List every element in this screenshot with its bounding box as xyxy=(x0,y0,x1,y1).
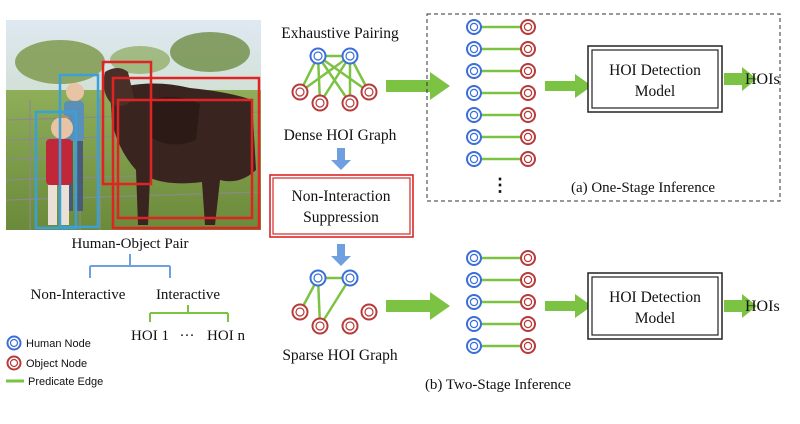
vertical-ellipsis: ⋮ xyxy=(491,175,509,195)
model-b-line2: Model xyxy=(635,310,675,327)
model-a-line1: HOI Detection xyxy=(609,62,701,79)
human-object-pair xyxy=(466,272,536,288)
hois-output-b: HOIs xyxy=(745,298,780,315)
hoi-detection-model-b: HOI Detection Model xyxy=(587,272,723,340)
human-object-pair xyxy=(466,63,536,79)
suppression-line1: Non-Interaction xyxy=(292,188,391,205)
down-arrow-2 xyxy=(331,244,351,266)
dense-graph-label: Dense HOI Graph xyxy=(284,127,397,144)
down-arrow-1 xyxy=(331,148,351,170)
legend-edge-label: Predicate Edge xyxy=(28,376,103,388)
object-box-3 xyxy=(111,76,261,230)
human-object-pair xyxy=(466,151,536,167)
human-node-icon xyxy=(6,335,22,351)
human-object-pair xyxy=(466,129,536,145)
hoi-ellipsis: ··· xyxy=(180,328,195,344)
human-object-pair xyxy=(466,85,536,101)
hoi-first-label: HOI 1 xyxy=(131,328,169,344)
legend-human-label: Human Node xyxy=(26,338,91,350)
object-node-icon xyxy=(6,355,22,371)
dense-human-nodes xyxy=(309,47,359,65)
non-interaction-suppression-box: Non-Interaction Suppression xyxy=(269,174,414,238)
legend: Human Node Object Node Predicate Edge xyxy=(6,335,103,388)
human-object-pair xyxy=(466,316,536,332)
legend-human-node: Human Node xyxy=(6,335,91,351)
model-to-output-arrow-a xyxy=(724,67,757,91)
legend-predicate-edge: Predicate Edge xyxy=(6,376,103,388)
object-box-2 xyxy=(116,98,254,220)
photo-caption: Human-Object Pair xyxy=(71,236,188,252)
human-object-pair xyxy=(466,41,536,57)
two-stage-pair-list xyxy=(466,250,536,354)
dense-hoi-graph xyxy=(291,47,378,112)
scene-photo xyxy=(5,20,262,230)
interactive-bracket xyxy=(149,305,229,322)
pairs-to-model-arrow-a xyxy=(545,74,592,98)
suppression-line2: Suppression xyxy=(303,209,379,226)
human-object-pair xyxy=(466,107,536,123)
exhaustive-pairing-title: Exhaustive Pairing xyxy=(281,25,399,42)
model-a-line2: Model xyxy=(635,83,675,100)
human-box-1 xyxy=(34,110,78,230)
dense-object-nodes xyxy=(291,83,378,112)
human-object-pair xyxy=(466,338,536,354)
pairs-to-model-arrow-b xyxy=(545,294,592,318)
non-interactive-label: Non-Interactive xyxy=(31,287,126,303)
legend-object-node: Object Node xyxy=(6,355,87,371)
sparse-graph-label: Sparse HOI Graph xyxy=(282,347,398,364)
dense-to-pairs-arrow xyxy=(386,72,450,100)
one-stage-frame xyxy=(426,13,781,202)
hois-output-a: HOIs xyxy=(745,71,780,88)
hoi-detection-model-a: HOI Detection Model xyxy=(587,45,723,113)
sparse-hoi-graph xyxy=(291,269,378,335)
model-to-output-arrow-b xyxy=(724,294,757,318)
human-object-pair xyxy=(466,294,536,310)
two-stage-caption: (b) Two-Stage Inference xyxy=(425,377,571,393)
model-b-line1: HOI Detection xyxy=(609,289,701,306)
one-stage-pair-list xyxy=(466,19,536,167)
object-box-1 xyxy=(101,60,153,186)
taxonomy-tree xyxy=(89,254,171,278)
hoi-last-label: HOI n xyxy=(207,328,245,344)
one-stage-caption: (a) One-Stage Inference xyxy=(571,180,715,196)
interactive-label: Interactive xyxy=(156,287,220,303)
human-object-pair xyxy=(466,19,536,35)
sparse-to-pairs-arrow xyxy=(386,292,450,320)
human-box-2 xyxy=(58,73,100,229)
human-object-pair xyxy=(466,250,536,266)
legend-object-label: Object Node xyxy=(26,358,87,370)
